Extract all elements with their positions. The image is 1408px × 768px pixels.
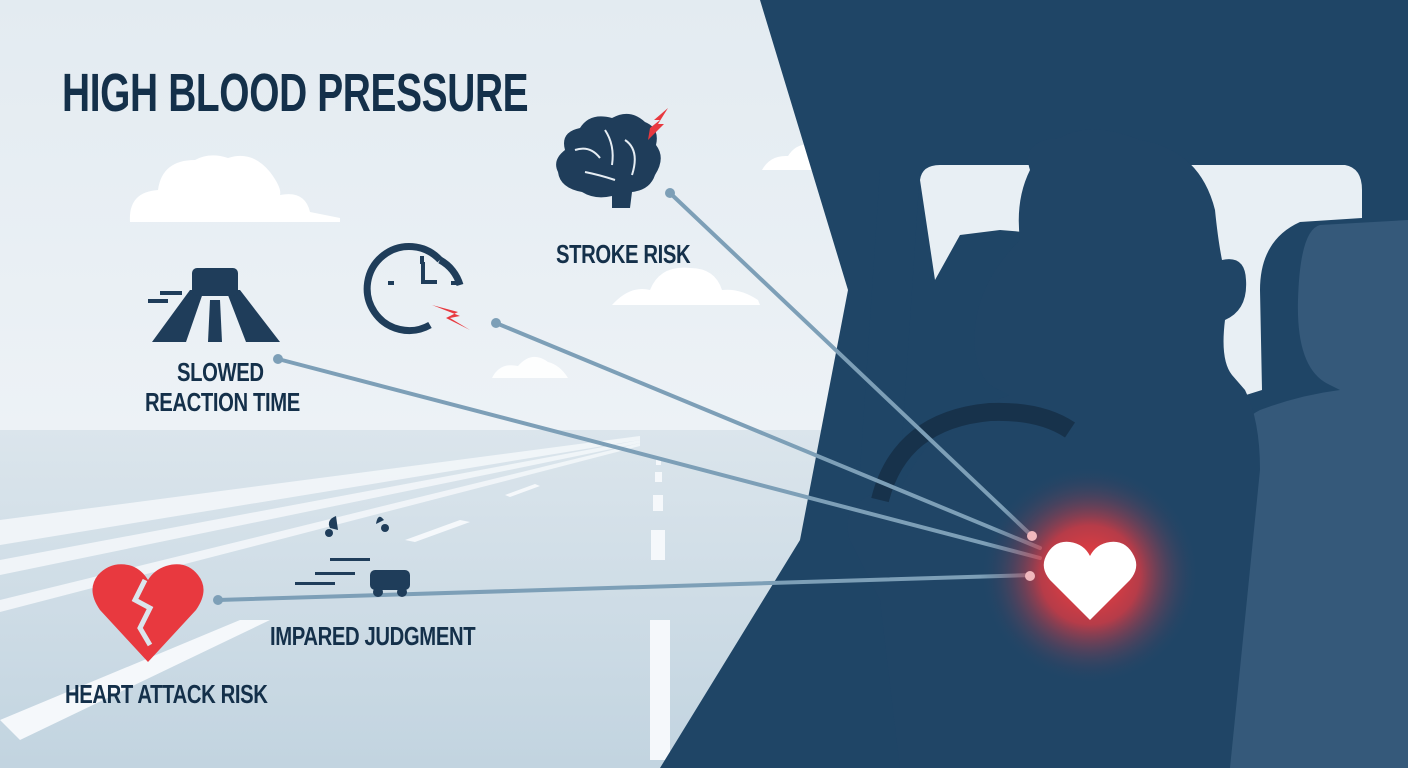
- clock-lightning-icon: [363, 243, 470, 335]
- lane-dashes: [0, 458, 670, 760]
- connector-lines: [216, 191, 1042, 602]
- broken-heart-icon: [92, 564, 204, 662]
- cloud: [129, 144, 846, 378]
- heart-attack-risk-label: HEART ATTACK RISK: [65, 679, 268, 709]
- stroke-risk-label: STROKE RISK: [556, 239, 691, 269]
- steering-wheel: [871, 402, 1075, 503]
- connector-dots: [213, 188, 675, 605]
- reaction-time-label: REACTION TIME: [145, 387, 300, 417]
- brain-lightning-icon: [556, 108, 668, 208]
- slowed-label: SLOWED: [177, 357, 264, 387]
- page-title: HIGH BLOOD PRESSURE: [62, 63, 529, 123]
- impaired-judgment-label: IMPARED JUDGMENT: [270, 621, 476, 651]
- car-on-road-icon: [148, 268, 280, 342]
- glowing-heart-icon: [1043, 541, 1137, 620]
- swerving-car-icon: [295, 516, 410, 597]
